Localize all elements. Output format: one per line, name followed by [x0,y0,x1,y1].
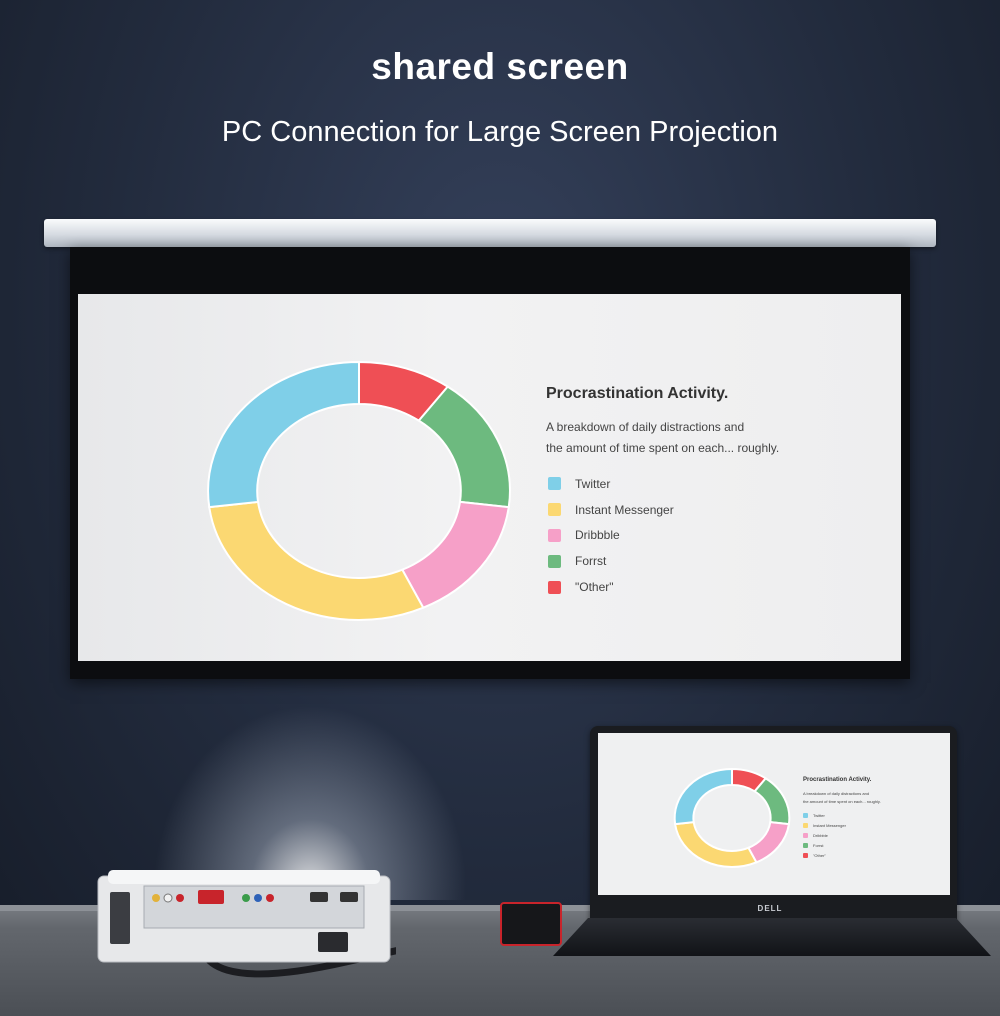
hdmi-port-icon [310,892,328,902]
legend-swatch [548,477,561,491]
legend-item: Dribbble [548,523,674,549]
legend-item: "Other" [803,850,846,860]
projection-screen: Procrastination Activity. A breakdown of… [78,294,901,661]
legend-swatch [803,812,808,818]
port-icon [242,894,250,902]
legend-item: Twitter [548,471,674,497]
laptop-legend: Twitter Instant Messenger Dribbble Forrs… [803,810,846,860]
port-icon [266,894,274,902]
legend-label: Instant Messenger [813,822,846,828]
projection-chart-description: A breakdown of daily distractions and th… [546,417,846,459]
port-icon [152,894,160,902]
legend-label: Twitter [813,812,825,818]
hdmi-vga-adapter [500,902,562,946]
headline-title: shared screen [371,46,629,87]
legend-item: "Other" [548,574,674,600]
legend-label: Dribbble [575,528,620,543]
port-icon [176,894,184,902]
projection-description-line-2: the amount of time spent on each... roug… [546,441,780,455]
laptop-description-line-1: A breakdown of daily distractions and [803,791,870,796]
port-icon [163,893,173,903]
legend-swatch [803,852,808,858]
legend-swatch [548,503,561,517]
vga-port-icon [198,890,224,904]
projector-io-panel [143,885,365,929]
laptop-chart-title: Procrastination Activity. [803,777,872,783]
laptop-slice-twitter [673,767,733,826]
legend-label: "Other" [575,580,614,595]
laptop-description-line-2: the amount of time spent on each... roug… [803,799,881,804]
legend-swatch [803,822,808,828]
projection-legend: Twitter Instant Messenger Dribbble Forrs… [548,471,674,600]
legend-label: Forrst [575,554,607,569]
legend-swatch [803,842,808,848]
laptop-donut-chart [673,767,791,868]
legend-label: Forrst [813,842,824,848]
legend-item: Instant Messenger [803,820,846,830]
projection-description-line-1: A breakdown of daily distractions and [546,420,745,434]
laptop-slice-dribbble [747,821,791,864]
projector [97,870,396,978]
legend-swatch [548,528,561,542]
legend-swatch [548,580,561,594]
laptop-chart-description: A breakdown of daily distractions and th… [803,790,933,806]
laptop-screen: Procrastination Activity. A breakdown of… [598,733,950,895]
legend-item: Forrst [548,548,674,574]
projector-light-beam [140,690,480,900]
power-socket-icon [318,932,348,952]
port-icon [254,894,262,902]
legend-swatch [803,832,808,838]
legend-label: "Other" [813,852,826,858]
legend-swatch [548,554,561,568]
projection-chart-title: Procrastination Activity. [546,385,729,402]
legend-item: Instant Messenger [548,497,674,523]
legend-item: Forrst [803,840,846,850]
legend-item: Twitter [803,810,846,820]
projector-top [108,870,380,884]
laptop-slice-instant-messenger [673,821,758,868]
legend-item: Dribbble [803,830,846,840]
headline-subtitle: PC Connection for Large Screen Projectio… [221,116,779,148]
legend-label: Twitter [575,476,611,491]
projection-slice-dribbble [400,500,510,609]
legend-label: Dribbble [813,832,828,838]
laptop-keyboard-base [553,918,991,956]
laptop-slice-forrst [753,777,791,826]
projection-donut-chart [207,360,511,621]
projection-slice-twitter [207,360,360,509]
projection-slice-forrst [417,385,511,509]
laptop-brand-logo: DELL [757,904,783,913]
legend-label: Instant Messenger [575,502,674,517]
projection-slice-instant-messenger [208,500,425,621]
projection-screen-roller [44,219,936,247]
vent-icon [110,892,130,944]
hdmi-port-icon [340,892,358,902]
